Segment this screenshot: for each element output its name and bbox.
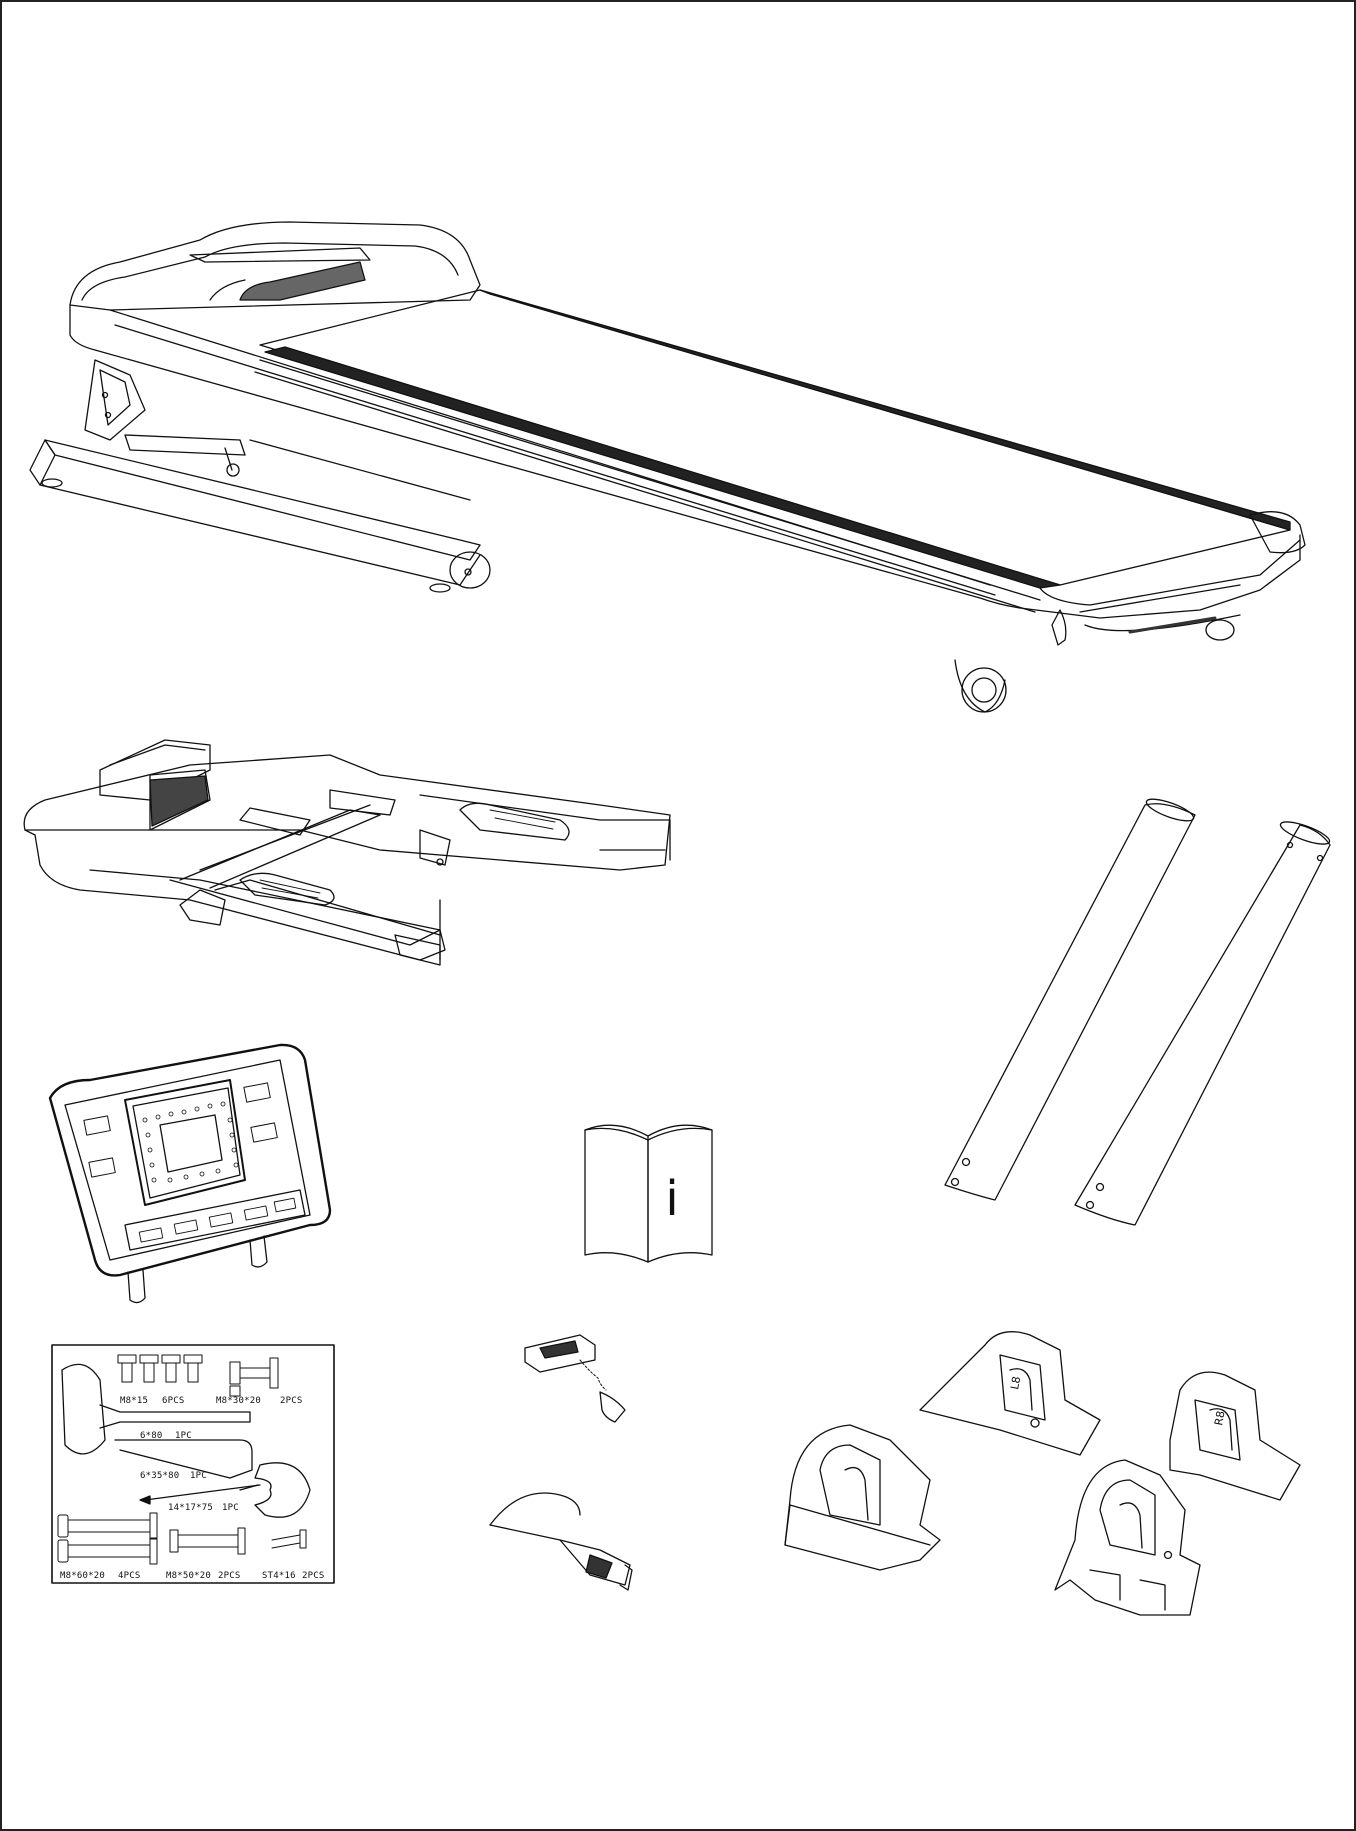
bolt-d-size: M8*50*20 (166, 1571, 211, 1581)
manual-info-glyph: i (665, 1171, 678, 1227)
hex-key-size: 6*80 (140, 1431, 162, 1441)
wrench-size: 14*17*75 (168, 1503, 213, 1513)
cover-mark-right: R8 (1212, 1410, 1227, 1427)
hardware-bag: M8*15 6PCS M8*30*20 2PCS 6*80 1PC 6*35*8… (52, 1345, 334, 1583)
treadmill-main-frame (30, 222, 1305, 712)
screw-e-qty: 2PCS (302, 1571, 324, 1581)
hex-key-qty: 1PC (175, 1431, 192, 1441)
screwdriver-size: 6*35*80 (140, 1471, 179, 1481)
bolt-b-qty: 2PCS (280, 1396, 302, 1406)
manual-book-icon: i (585, 1125, 712, 1262)
cover-mark-left: L8 (1008, 1375, 1023, 1390)
side-covers: L8 R8 (785, 1332, 1300, 1615)
safety-key (525, 1335, 625, 1422)
bolt-c-qty: 4PCS (118, 1571, 140, 1581)
screwdriver-qty: 1PC (190, 1471, 207, 1481)
wrench-qty: 1PC (222, 1503, 239, 1513)
bolt-b-size: M8*30*20 (216, 1396, 261, 1406)
console-panel (50, 1045, 330, 1303)
upright-tubes (945, 795, 1332, 1225)
handlebar-console-frame (24, 740, 670, 965)
bolt-d-qty: 2PCS (218, 1571, 240, 1581)
bolt-a-size: M8*15 (120, 1396, 148, 1406)
bolt-a-qty: 6PCS (162, 1396, 184, 1406)
bolt-c-size: M8*60*20 (60, 1571, 105, 1581)
screw-e-size: ST4*16 (262, 1571, 296, 1581)
lubricant-bottle (490, 1493, 632, 1590)
